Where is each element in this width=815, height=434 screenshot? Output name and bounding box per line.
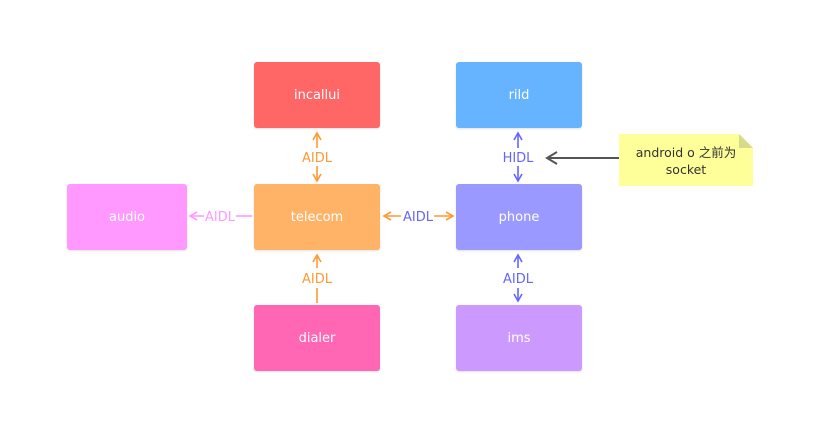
node-phone[interactable]: phone (456, 184, 582, 250)
node-ims-label: ims (507, 330, 531, 346)
node-audio-label: audio (108, 209, 146, 225)
node-rild[interactable]: rild (456, 62, 582, 128)
node-phone-label: phone (498, 209, 540, 225)
node-incallui[interactable]: incallui (254, 62, 380, 128)
node-incallui-label: incallui (293, 87, 341, 103)
node-telecom-label: telecom (290, 209, 344, 225)
edge-label-telecom-phone: AIDL (403, 210, 434, 225)
node-ims[interactable]: ims (456, 305, 582, 371)
edge-label-incallui-telecom: AIDL (302, 151, 333, 166)
sticky-note[interactable]: android o 之前为 socket (619, 134, 753, 186)
sticky-note-text: android o 之前为 socket (625, 144, 747, 178)
node-dialer[interactable]: dialer (254, 305, 380, 371)
node-dialer-label: dialer (298, 330, 336, 346)
edge-label-phone-ims: AIDL (503, 272, 534, 287)
edge-label-telecom-audio: AIDL (205, 210, 236, 225)
node-rild-label: rild (508, 87, 530, 103)
sticky-note-line-1: android o 之前为 (635, 145, 737, 160)
node-telecom[interactable]: telecom (254, 184, 380, 250)
node-audio[interactable]: audio (67, 184, 187, 250)
edge-label-rild-phone: HIDL (503, 151, 535, 166)
sticky-note-line-2: socket (665, 162, 707, 177)
edge-label-dialer-telecom: AIDL (302, 272, 333, 287)
sticky-note-shape (619, 134, 753, 186)
